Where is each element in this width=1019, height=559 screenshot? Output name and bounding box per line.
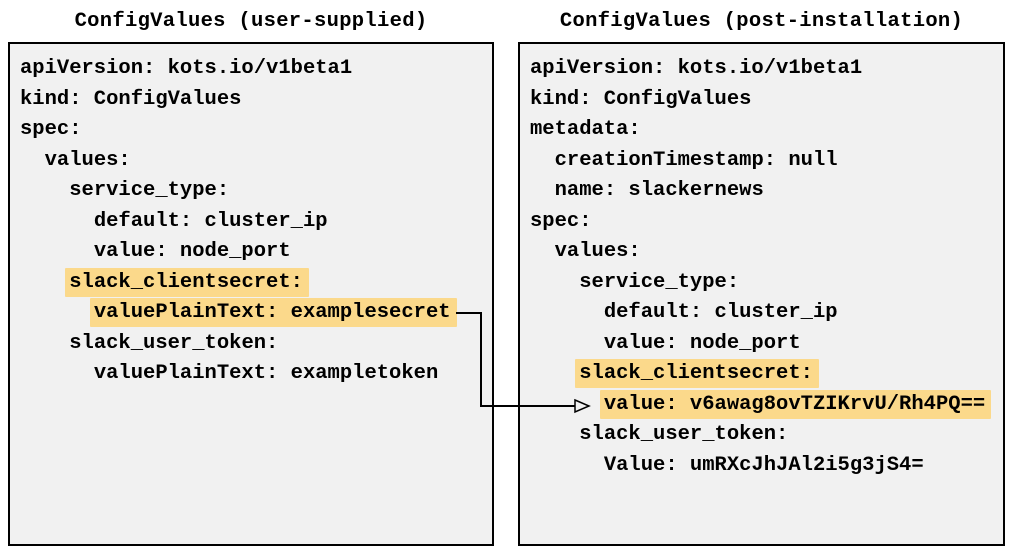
yaml-text: slack_user_token: [69, 331, 279, 355]
code-line: spec: [20, 115, 486, 146]
yaml-text: spec: [20, 118, 82, 141]
code-line: value: node_port [20, 237, 486, 268]
indent [530, 301, 604, 324]
yaml-text: apiVersion: kots.io/v1beta1 [530, 57, 863, 80]
code-line: service_type: [20, 176, 486, 207]
indent [20, 210, 94, 233]
yaml-text: Value: umRXcJhJAl2i5g3jS4= [603, 453, 924, 477]
indent [20, 240, 94, 263]
code-line: slack_user_token: [20, 329, 486, 360]
yaml-text: values: [44, 148, 131, 172]
highlighted-yaml-text: slack_clientsecret: [575, 359, 819, 388]
indent [530, 179, 555, 202]
yaml-text: name: slackernews [554, 179, 764, 202]
highlighted-yaml-text: slack_clientsecret: [65, 267, 309, 297]
yaml-text: values: [554, 240, 641, 263]
yaml-text: slack_user_token: [579, 423, 789, 446]
indent [530, 332, 604, 355]
code-line: service_type: [530, 268, 997, 299]
yaml-text: valuePlainText: exampletoken [93, 362, 439, 385]
yaml-text: metadata: [530, 118, 641, 141]
yaml-text: default: cluster_ip [93, 209, 328, 233]
indent [530, 454, 604, 477]
code-line: valuePlainText: exampletoken [20, 359, 486, 390]
yaml-text: creationTimestamp: null [554, 148, 838, 172]
yaml-text: default: cluster_ip [603, 301, 838, 324]
code-line: apiVersion: kots.io/v1beta1 [530, 54, 997, 85]
highlighted-yaml-text: value: v6awag8ovTZIKrvU/Rh4PQ== [599, 389, 992, 419]
code-line: creationTimestamp: null [530, 146, 997, 177]
yaml-text: service_type: [579, 270, 740, 294]
code-line: value: v6awag8ovTZIKrvU/Rh4PQ== [530, 389, 997, 421]
code-line: slack_user_token: [530, 420, 997, 451]
indent [20, 332, 69, 355]
yaml-text: value: node_port [603, 331, 801, 355]
highlighted-yaml-text: valuePlainText: examplesecret [89, 298, 457, 327]
code-line: default: cluster_ip [530, 298, 997, 329]
yaml-text: apiVersion: kots.io/v1beta1 [20, 57, 353, 80]
code-line: default: cluster_ip [20, 207, 486, 238]
indent [20, 179, 69, 202]
indent [20, 271, 69, 294]
code-line: kind: ConfigValues [20, 85, 486, 116]
indent [530, 393, 604, 416]
indent [20, 149, 45, 172]
code-line: metadata: [530, 115, 997, 146]
indent [530, 271, 579, 294]
yaml-text: kind: ConfigValues [20, 87, 242, 111]
user-supplied-panel: apiVersion: kots.io/v1beta1 kind: ConfigV… [8, 42, 494, 546]
indent [530, 423, 579, 446]
post-installation-panel: apiVersion: kots.io/v1beta1 kind: ConfigV… [518, 42, 1005, 546]
indent [530, 240, 555, 263]
code-line: slack_clientsecret: [530, 359, 997, 390]
code-line: kind: ConfigValues [530, 85, 997, 116]
code-line: slack_clientsecret: [20, 267, 486, 299]
yaml-text: value: node_port [93, 240, 291, 263]
yaml-text: spec: [530, 209, 592, 233]
indent [20, 362, 94, 385]
code-line: valuePlainText: examplesecret [20, 298, 486, 329]
code-line: values: [20, 146, 486, 177]
user-supplied-panel-title: ConfigValues (user-supplied) [74, 10, 428, 33]
code-line: spec: [530, 207, 997, 238]
code-line: name: slackernews [530, 176, 997, 207]
code-line: values: [530, 237, 997, 268]
code-line: Value: umRXcJhJAl2i5g3jS4= [530, 451, 997, 482]
indent [20, 301, 94, 324]
yaml-text: kind: ConfigValues [530, 87, 752, 111]
yaml-text: service_type: [69, 179, 230, 202]
indent [530, 362, 579, 385]
code-line: value: node_port [530, 329, 997, 360]
post-installation-panel-title: ConfigValues (post-installation) [559, 10, 964, 33]
code-line: apiVersion: kots.io/v1beta1 [20, 54, 486, 85]
indent [530, 149, 555, 172]
